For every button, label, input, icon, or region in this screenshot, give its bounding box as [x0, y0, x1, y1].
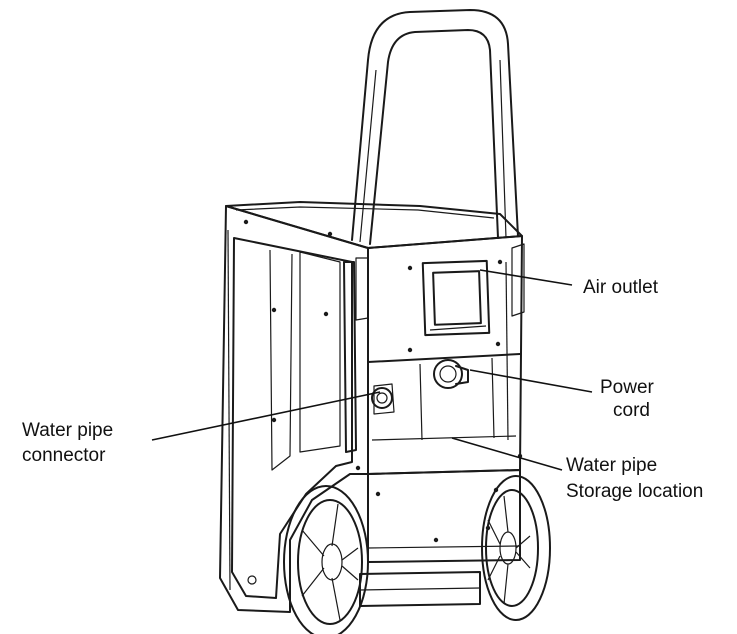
leader-water-pipe-storage [451, 437, 563, 471]
label-power-cord-line2: cord [613, 400, 650, 421]
air-outlet-grille [421, 259, 491, 337]
unit-body [219, 201, 525, 613]
label-air-outlet: Air outlet [583, 277, 659, 298]
water-pipe-fitting [371, 383, 395, 415]
label-water-pipe-storage-line1: Water pipe [566, 455, 657, 476]
label-water-pipe-storage-line2: Storage location [566, 481, 703, 502]
leader-power-cord [469, 369, 593, 393]
label-water-pipe-connector-line1: Water pipe [22, 420, 113, 441]
left-wheel [283, 485, 369, 634]
power-cord-socket [433, 359, 469, 389]
label-water-pipe-connector-line2: connector [22, 445, 106, 466]
leader-air-outlet [479, 269, 573, 286]
right-wheel [481, 475, 551, 621]
screws [243, 219, 523, 585]
leader-water-pipe-connector [151, 391, 381, 441]
label-power-cord-line1: Power [600, 377, 655, 398]
carry-handle [351, 9, 519, 245]
